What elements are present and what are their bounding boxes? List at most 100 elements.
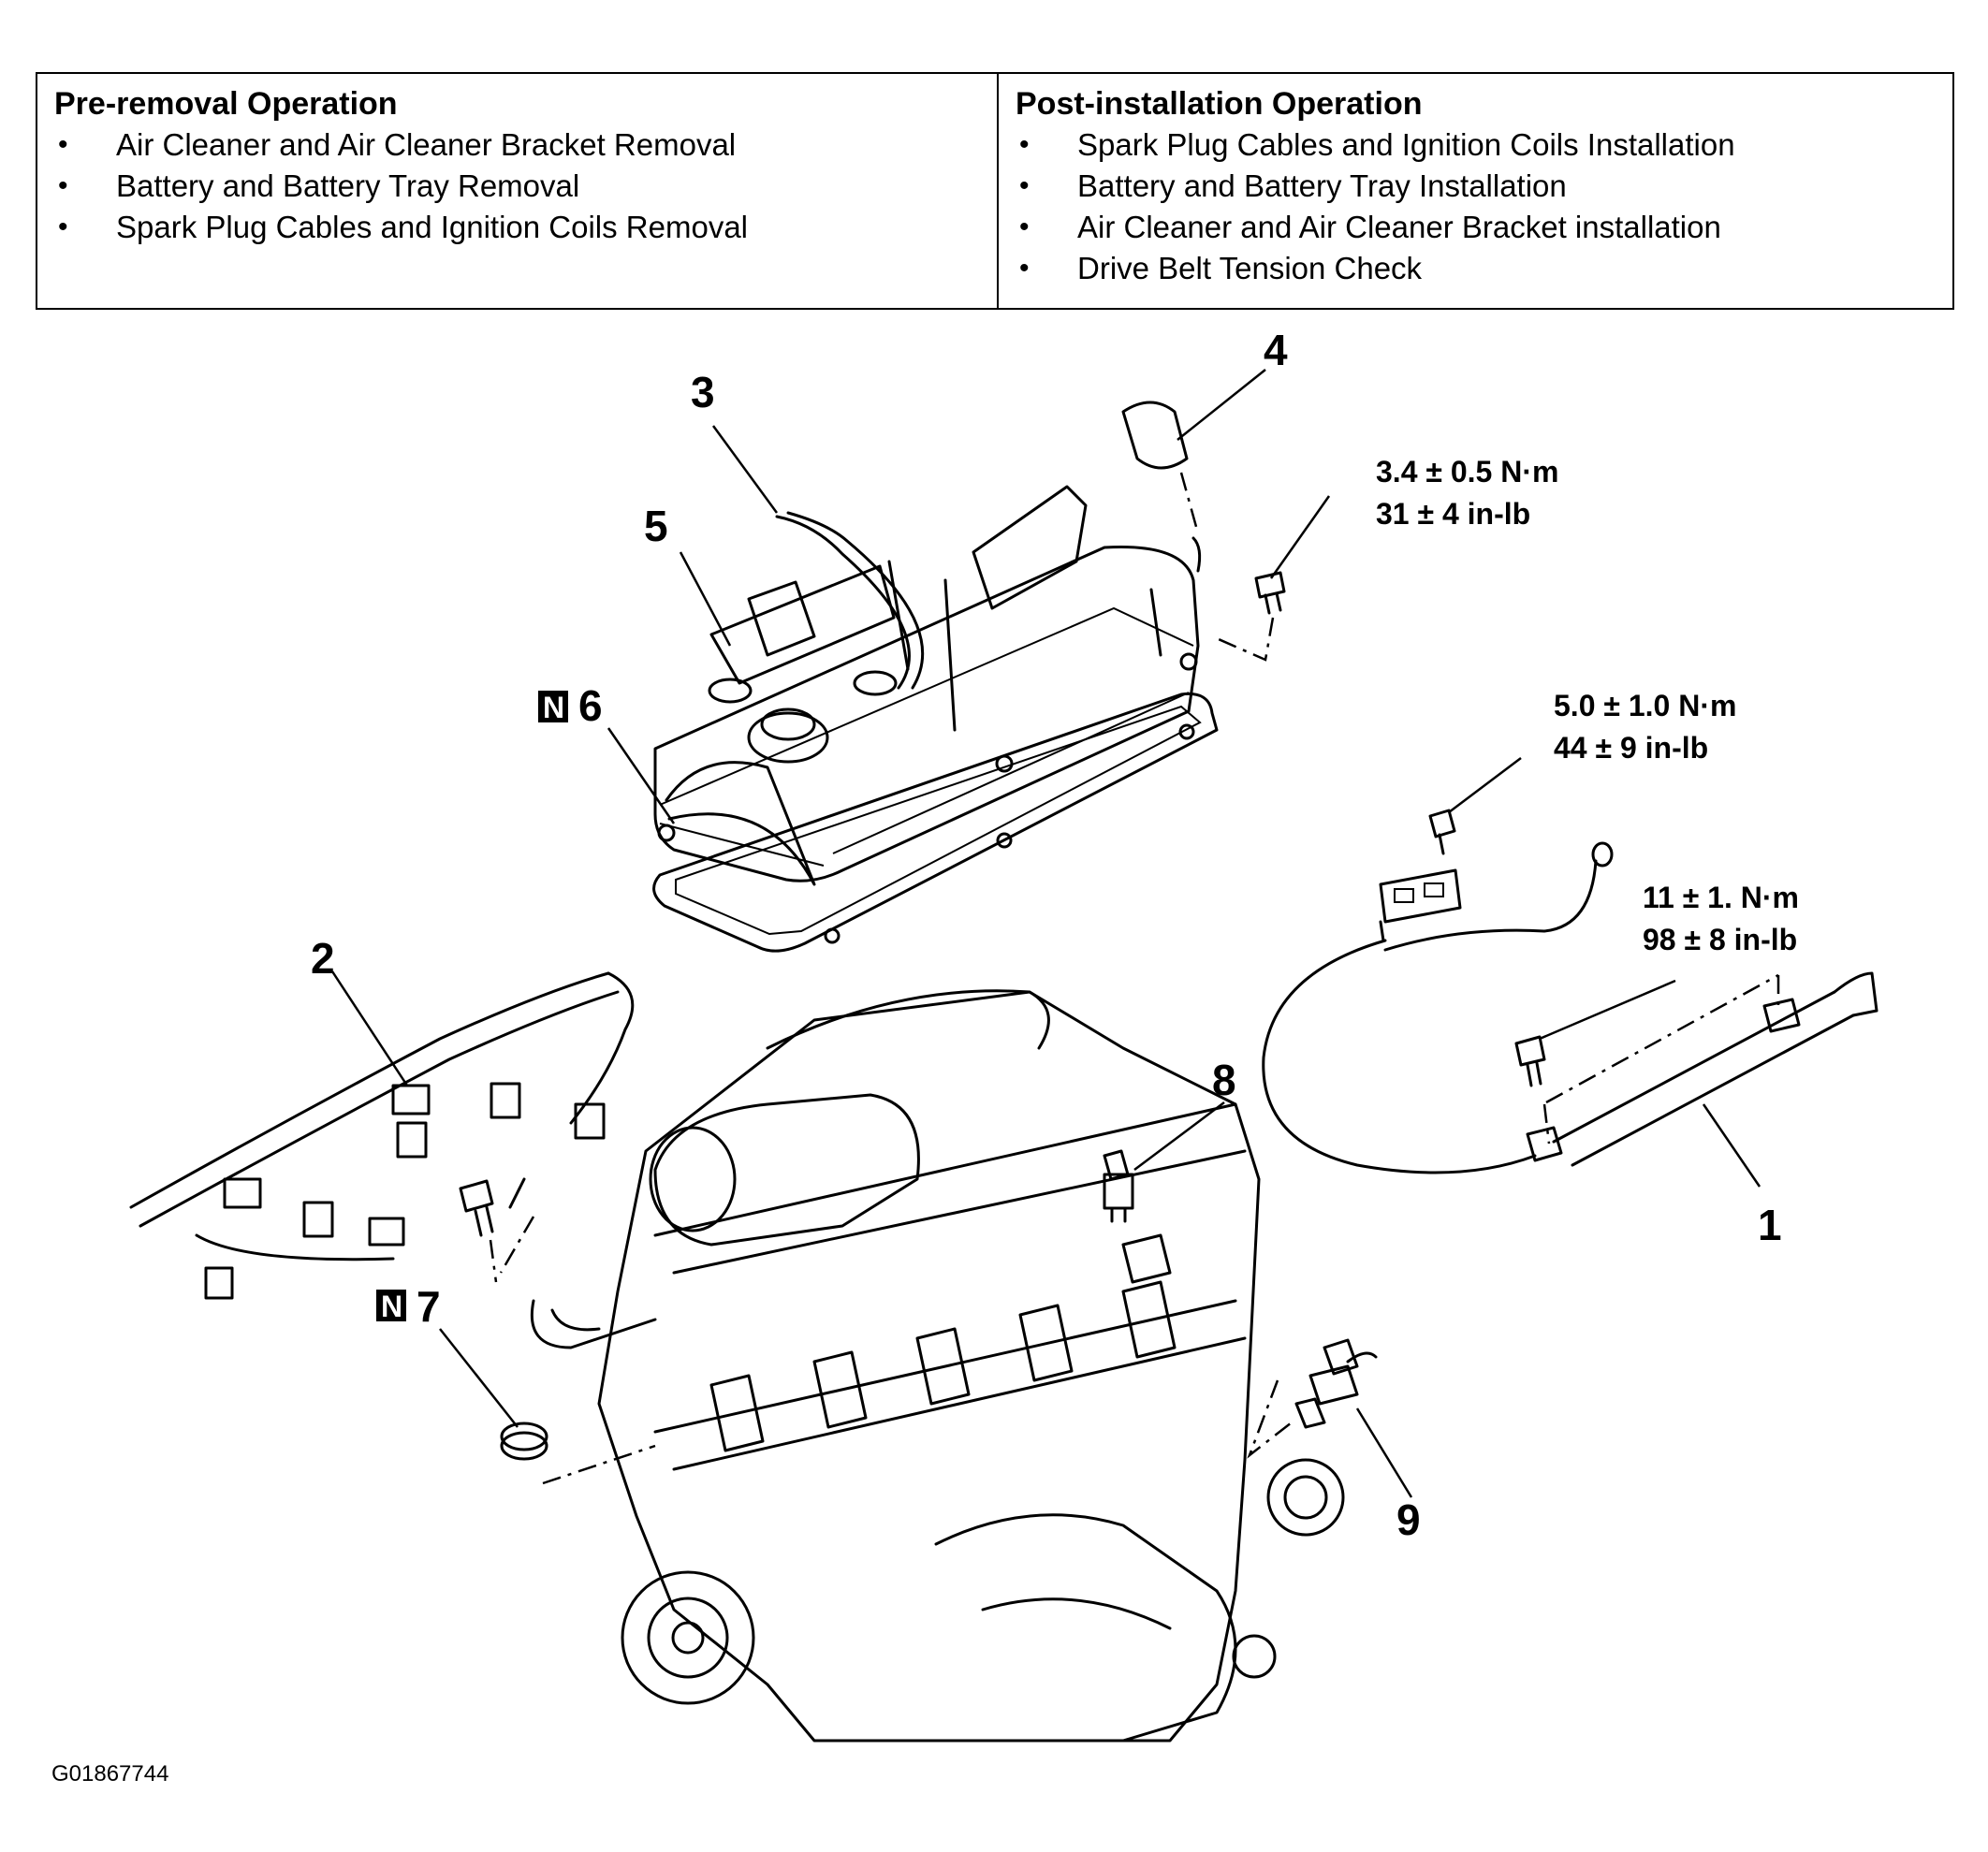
breather-hose — [775, 511, 925, 690]
callout-4: 4 — [1264, 326, 1288, 374]
exhaust-outlet — [1232, 1634, 1277, 1679]
bracket-slot — [1424, 882, 1444, 897]
callout-3: 3 — [691, 368, 715, 416]
coil-connector — [396, 1121, 428, 1159]
pipe-bracket-bolt — [1514, 973, 1780, 1145]
post-installation-heading: Post-installation Operation — [1016, 86, 1423, 122]
pre-removal-item: Battery and Battery Tray Removal — [54, 166, 980, 207]
cable — [1383, 859, 1598, 952]
hose-bracket — [709, 564, 896, 685]
cable-end — [1591, 841, 1614, 868]
pcv-port — [708, 678, 753, 704]
rocker-cover-edge — [659, 606, 1194, 867]
pre-removal-heading: Pre-removal Operation — [54, 86, 398, 122]
torque-harness-bracket-imperial: 44 ± 9 in-lb — [1554, 731, 1708, 765]
exhaust-manifold — [934, 1513, 1237, 1743]
torque-cover-bolt-metric: 3.4 ± 0.5 N·m — [1376, 455, 1558, 489]
n-marker-6-text: N — [543, 691, 564, 724]
thermostat-housing — [1266, 1458, 1345, 1537]
leader-lines — [330, 369, 1761, 1498]
pipe-and-cable-part-1 — [1262, 841, 1878, 1174]
sensor-centerline — [1247, 1379, 1293, 1459]
coil-connector — [302, 1201, 334, 1238]
torque-harness-bracket-metric: 5.0 ± 1.0 N·m — [1554, 689, 1736, 722]
gasket-hole — [1178, 723, 1195, 740]
thermostat-outlet — [1283, 1475, 1328, 1520]
cover-boss — [657, 824, 676, 842]
coil-connector — [574, 1102, 606, 1140]
sensor-connector-part-8 — [1103, 1149, 1134, 1223]
oil-filler-cap — [747, 711, 829, 764]
throttle-body — [649, 1126, 737, 1232]
grommet-part-7 — [500, 1422, 656, 1485]
callout-9: 9 — [1396, 1495, 1421, 1544]
figure-id: G01867744 — [51, 1761, 169, 1786]
harness-bolt — [459, 1179, 535, 1283]
operations-table: Pre-removal Operation Air Cleaner and Ai… — [36, 72, 1954, 310]
cover-boss — [995, 754, 1014, 773]
crank-pulley — [621, 1570, 755, 1705]
pre-removal-item: Air Cleaner and Air Cleaner Bracket Remo… — [54, 124, 980, 166]
pipe-end — [1833, 971, 1878, 1017]
rocker-cover-gasket — [652, 692, 1219, 953]
vacuum-line — [766, 989, 1050, 1050]
harness-clip — [391, 1084, 431, 1116]
post-installation-item: Air Cleaner and Air Cleaner Bracket inst… — [1016, 207, 1936, 248]
harness-connector — [204, 1266, 234, 1300]
torque-pipe-bracket-metric: 11 ± 1. N·m — [1643, 881, 1799, 914]
harness-stud — [508, 1177, 526, 1209]
callout-8: 8 — [1212, 1056, 1236, 1104]
cover-strap — [887, 560, 1162, 732]
rocker-cover-body — [653, 545, 1200, 882]
post-installation-item: Drive Belt Tension Check — [1016, 248, 1936, 289]
gasket-hole — [996, 832, 1013, 849]
front-seal-plug — [665, 761, 816, 886]
vent-hose-part-4 — [1121, 401, 1202, 573]
cable-bracket — [1379, 868, 1462, 942]
callout-5: 5 — [644, 502, 668, 550]
rocker-cover-gasket-inner — [675, 705, 1202, 936]
sensor-port — [1121, 1233, 1172, 1284]
pre-removal-column: Pre-removal Operation Air Cleaner and Ai… — [37, 74, 999, 308]
cam-rail — [653, 1102, 1247, 1275]
engine-block — [530, 989, 1345, 1743]
callout-2: 2 — [311, 934, 335, 983]
n-marker-7-text: N — [381, 1290, 402, 1323]
crank-pulley-hub — [647, 1597, 729, 1679]
breather-port — [853, 670, 898, 696]
post-installation-list: Spark Plug Cables and Ignition Coils Ins… — [1016, 124, 1936, 289]
post-installation-column: Post-installation Operation Spark Plug C… — [999, 74, 1952, 308]
cover-bolt — [1211, 571, 1286, 662]
coil-connector — [490, 1082, 521, 1119]
intake-plenum — [653, 1093, 920, 1247]
harness-connector — [368, 1217, 405, 1247]
sensor-part-9 — [1294, 1338, 1378, 1429]
crank-pulley-center — [671, 1621, 705, 1655]
post-installation-item: Battery and Battery Tray Installation — [1016, 166, 1936, 207]
wiring-harness — [129, 971, 635, 1300]
callout-6: 6 — [578, 681, 603, 730]
rocker-cover-assembly — [652, 485, 1219, 953]
torque-cover-bolt-imperial: 31 ± 4 in-lb — [1376, 497, 1530, 531]
n-marker-6 — [538, 691, 568, 722]
harness-clip — [223, 1177, 262, 1209]
callout-7: 7 — [417, 1282, 441, 1331]
cover-rear-rib — [972, 485, 1088, 610]
gasket-hole — [824, 927, 841, 944]
cover-boss — [1179, 652, 1198, 671]
pipe — [1552, 990, 1855, 1167]
n-marker-7 — [376, 1290, 406, 1321]
callout-1: 1 — [1758, 1201, 1782, 1249]
bracket-slot — [1394, 888, 1414, 903]
cable-bracket-bolt — [1428, 809, 1456, 855]
pre-removal-item: Spark Plug Cables and Ignition Coils Rem… — [54, 207, 980, 248]
torque-pipe-bracket-imperial: 98 ± 8 in-lb — [1643, 923, 1797, 956]
cable — [1262, 939, 1537, 1174]
spark-plug-tubes — [709, 1280, 1177, 1452]
post-installation-item: Spark Plug Cables and Ignition Coils Ins… — [1016, 124, 1936, 166]
engine-outline — [597, 990, 1261, 1743]
pre-removal-list: Air Cleaner and Air Cleaner Bracket Remo… — [54, 124, 980, 248]
pipe-bracket — [1526, 998, 1801, 1162]
cam-rail — [653, 1299, 1247, 1471]
